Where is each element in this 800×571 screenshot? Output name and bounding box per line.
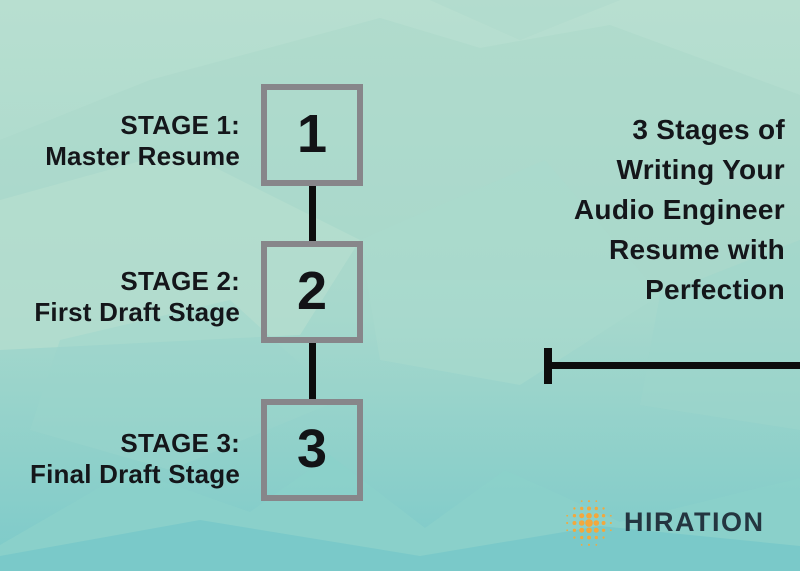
halftone-dot-burst-icon xyxy=(566,500,612,546)
stage-3-label: STAGE 3: Final Draft Stage xyxy=(30,428,240,489)
connector-line-2-3 xyxy=(309,343,316,399)
stage-3-box: 3 xyxy=(261,399,363,501)
stage-2-number: 2 xyxy=(296,261,328,321)
hiration-logo: HIRATION xyxy=(563,495,765,551)
connector-line-1-2 xyxy=(309,186,316,241)
stage-1-label: STAGE 1: Master Resume xyxy=(45,110,240,171)
stage-2-box: 2 xyxy=(261,241,363,343)
hiration-wordmark: HIRATION xyxy=(624,506,765,537)
stage-1-number: 1 xyxy=(296,104,328,164)
pointer-line xyxy=(548,362,800,369)
stage-1-box: 1 xyxy=(261,84,363,186)
stage-2-label: STAGE 2: First Draft Stage xyxy=(34,266,240,327)
page-title: 3 Stages of Writing Your Audio Engineer … xyxy=(573,114,785,305)
stage-3-number: 3 xyxy=(296,419,328,479)
